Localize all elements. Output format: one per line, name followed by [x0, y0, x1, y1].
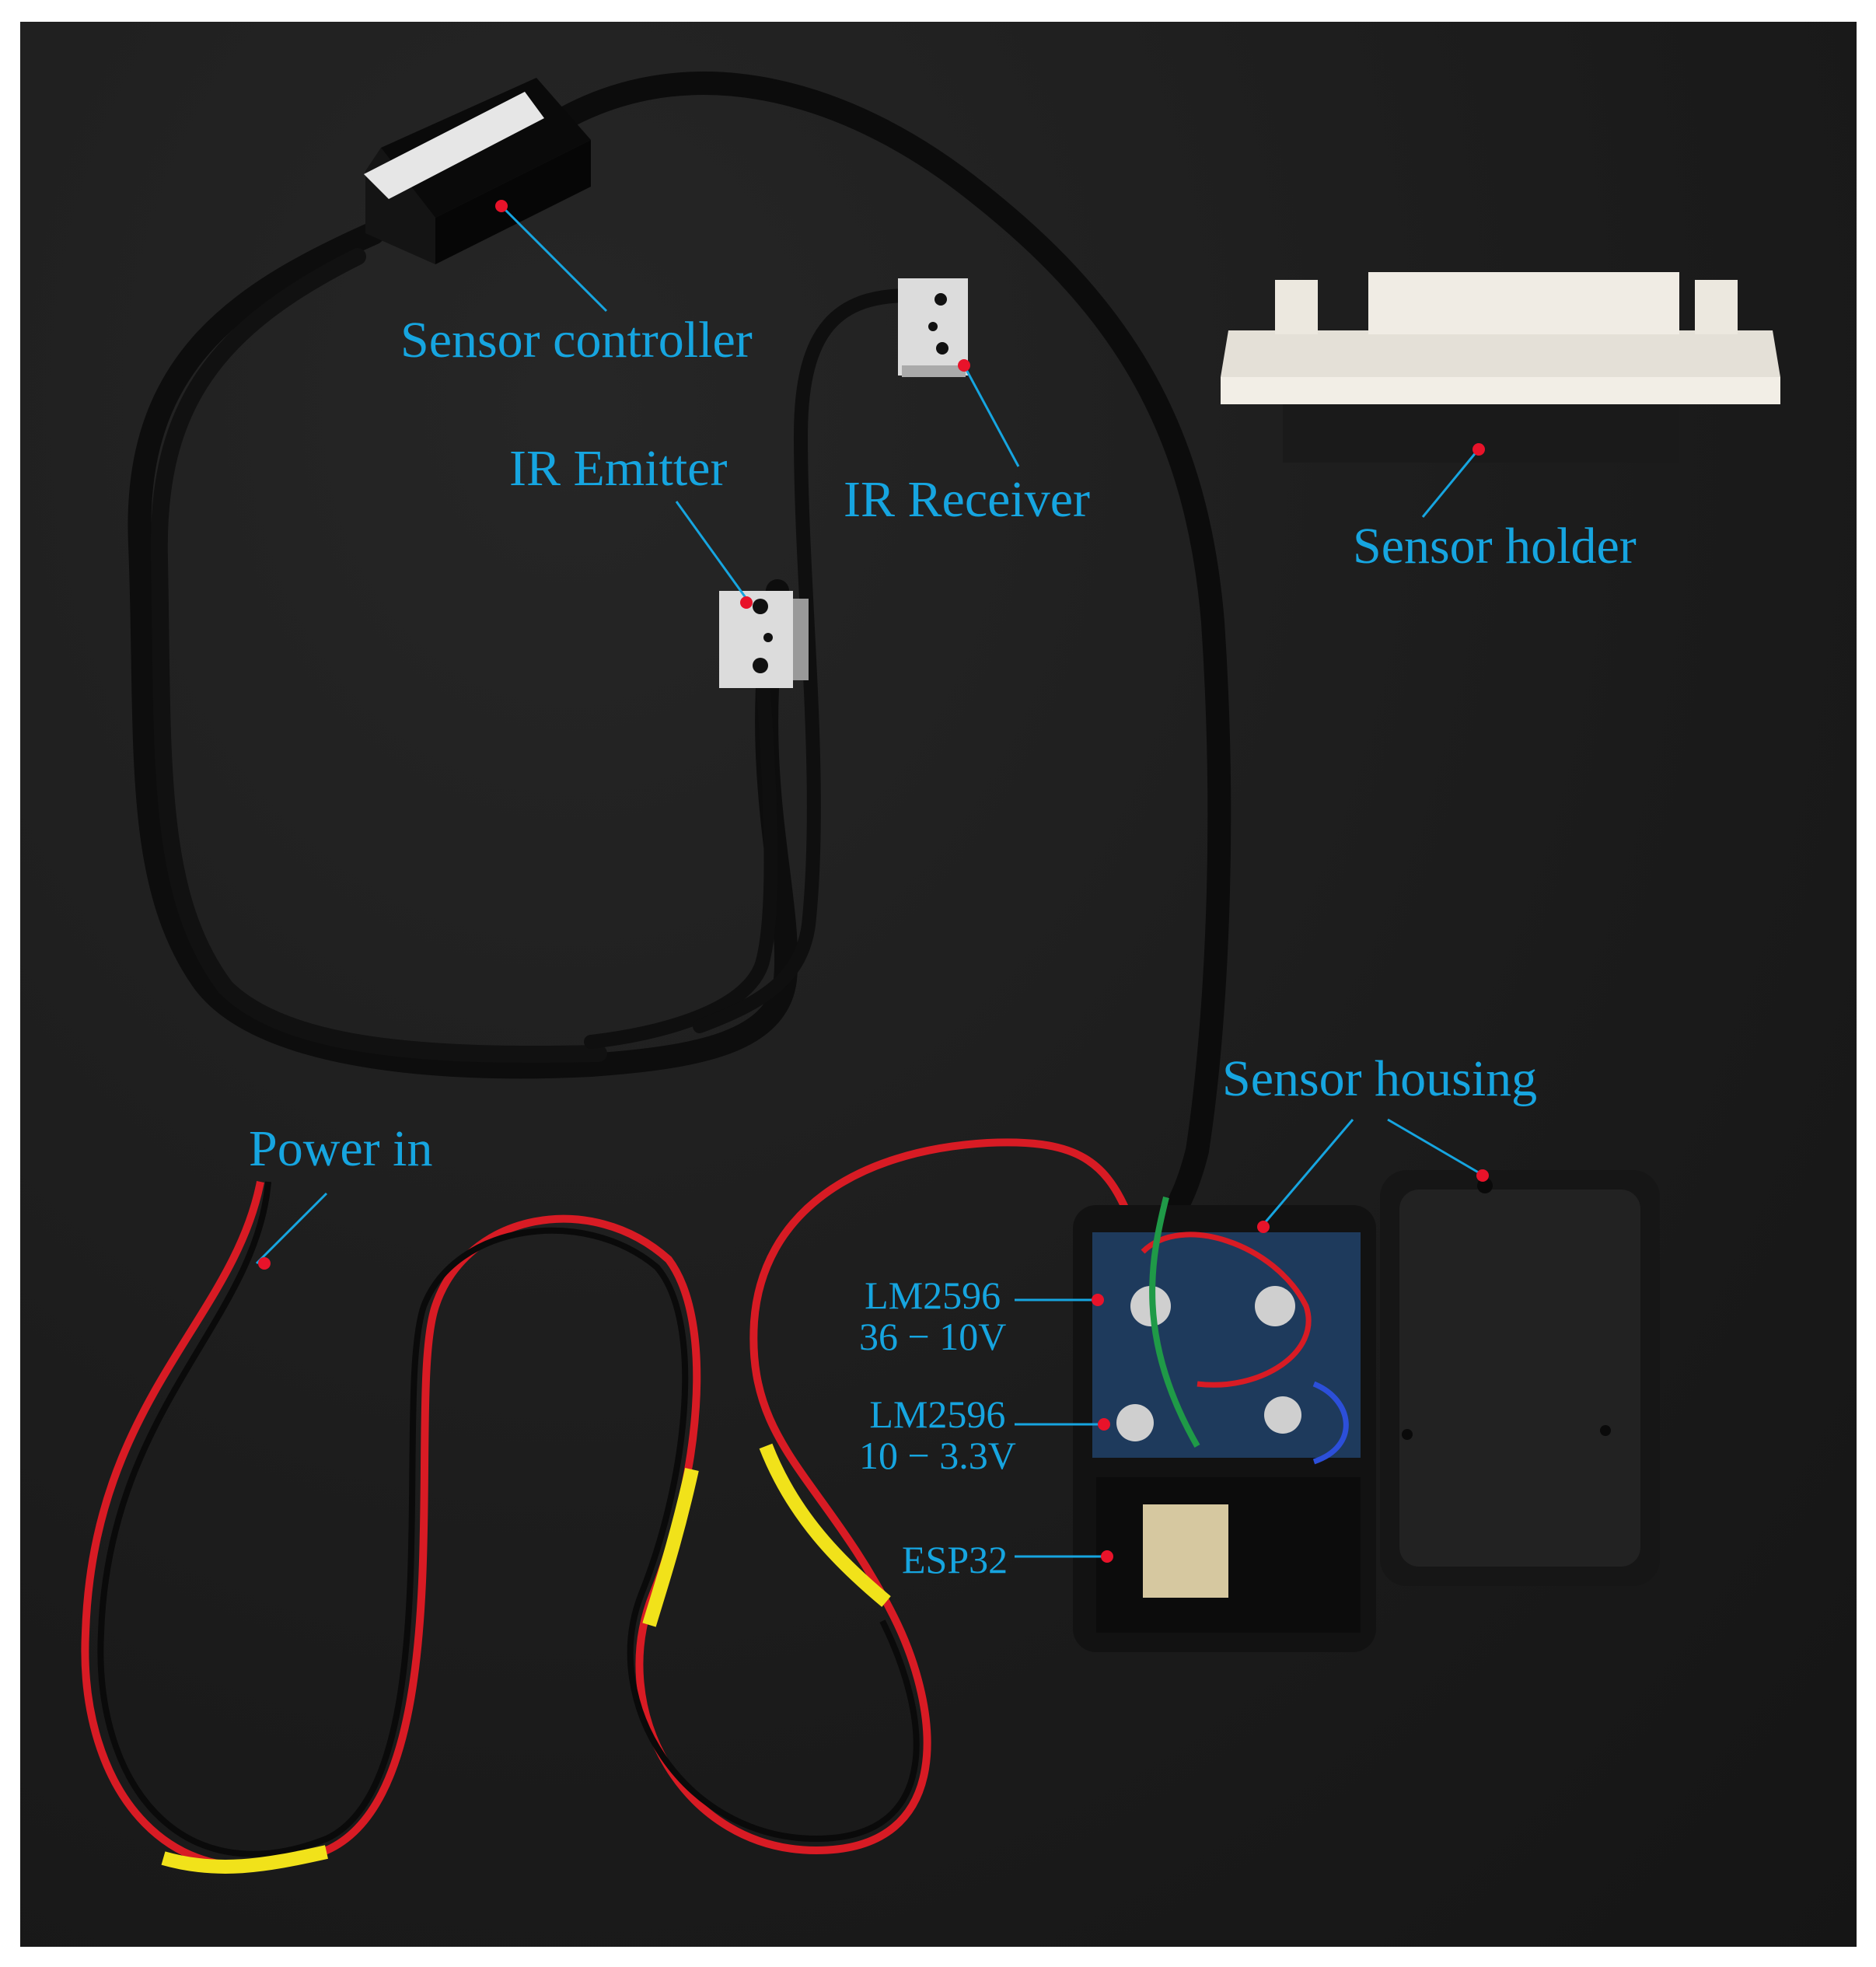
controller-cable-2	[150, 248, 607, 1064]
leader-lines	[255, 204, 1482, 1558]
label-lm2596-10-3v3: LM2596 10 − 3.3V	[859, 1394, 1016, 1476]
ir-emitter-device	[719, 591, 809, 688]
label-sensor-controller: Sensor controller	[400, 312, 753, 369]
sensor-housing-base	[1073, 1197, 1376, 1652]
red-markers	[258, 200, 1489, 1563]
label-sensor-housing: Sensor housing	[1222, 1050, 1538, 1107]
yellow-sleeve-1	[161, 1845, 328, 1874]
label-lm2596-36-10v-line2: 36 − 10V	[859, 1314, 1007, 1358]
power-wire-red	[81, 1138, 1131, 1871]
label-ir-receiver: IR Receiver	[844, 471, 1091, 528]
housing-cable	[556, 72, 1231, 1225]
controller-cable	[128, 222, 798, 1079]
receiver-cable	[693, 288, 917, 1033]
sensor-housing-lid	[1380, 1170, 1660, 1586]
label-lm2596-36-10v-line1: LM2596	[865, 1273, 1001, 1317]
label-lm2596-36-10v: LM2596 36 − 10V	[859, 1275, 1006, 1357]
yellow-sleeve-3	[759, 1443, 891, 1607]
yellow-sleeve-2	[642, 1468, 699, 1627]
power-wire-black	[97, 1181, 920, 1857]
label-sensor-holder: Sensor holder	[1353, 518, 1637, 575]
sensor-controller-device	[364, 78, 591, 264]
label-esp32: ESP32	[902, 1538, 1008, 1581]
emitter-cable	[584, 662, 778, 1049]
ir-receiver-device	[898, 278, 968, 377]
label-lm2596-10-3v3-line2: 10 − 3.3V	[859, 1433, 1016, 1477]
label-power-in: Power in	[249, 1120, 433, 1177]
label-lm2596-10-3v3-line1: LM2596	[869, 1392, 1006, 1436]
sensor-holder-device	[1221, 272, 1780, 463]
label-ir-emitter: IR Emitter	[509, 440, 728, 497]
